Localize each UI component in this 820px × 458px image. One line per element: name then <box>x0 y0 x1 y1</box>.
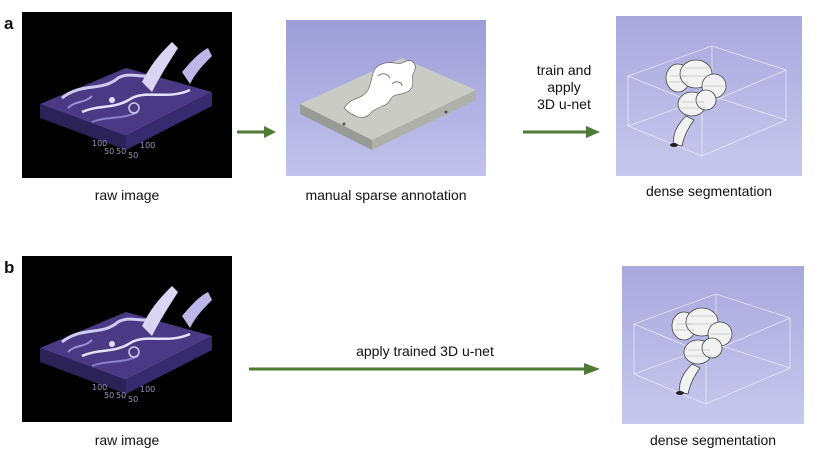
raw-image-b: 100 50 50 100 50 <box>22 256 232 422</box>
raw-image-caption-a: raw image <box>94 187 160 203</box>
dense-segmentation-image-a <box>616 16 802 176</box>
raw-tick-a-3: 100 <box>140 141 155 150</box>
raw-tick-b-2: 50 <box>116 391 126 400</box>
train-apply-label-line-3: 3D u-net <box>537 96 591 112</box>
raw-tick-a-1: 50 <box>104 147 114 156</box>
dense-segmentation-caption-a: dense segmentation <box>645 183 773 199</box>
arrow-train-apply <box>523 126 600 138</box>
train-apply-label-line-1: train and <box>536 62 592 78</box>
dense-segmentation-image-b <box>622 266 804 424</box>
panel-a-label: a <box>4 14 14 33</box>
panel-b-label: b <box>4 258 15 277</box>
raw-image-caption-b: raw image <box>94 432 160 448</box>
raw-tick-a-2: 50 <box>116 147 126 156</box>
raw-tick-a-0: 100 <box>92 139 107 148</box>
raw-image-a: 100 50 50 100 50 <box>22 12 232 178</box>
raw-tick-b-3: 100 <box>140 385 155 394</box>
raw-tick-b-1: 50 <box>104 391 114 400</box>
raw-tick-b-0: 100 <box>92 383 107 392</box>
raw-tick-a-4: 50 <box>128 151 138 160</box>
raw-tick-b-4: 50 <box>128 395 138 404</box>
annotation-image <box>286 20 486 176</box>
train-apply-label-line-2: apply <box>547 79 581 95</box>
arrow-apply-trained <box>249 363 600 375</box>
dense-segmentation-caption-b: dense segmentation <box>649 432 777 448</box>
arrow-raw-to-annotation <box>237 126 276 138</box>
apply-trained-label: apply trained 3D u-net <box>356 343 494 359</box>
train-apply-label: train and apply 3D u-net <box>516 62 612 113</box>
annotation-caption: manual sparse annotation <box>305 187 467 203</box>
